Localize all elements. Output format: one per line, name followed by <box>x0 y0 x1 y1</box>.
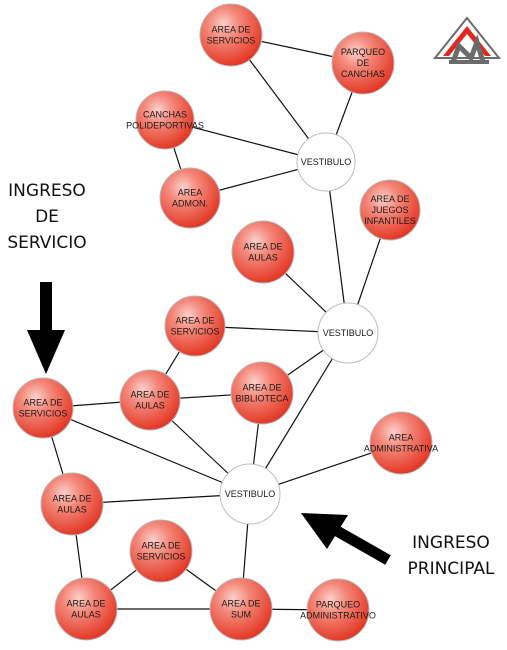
node-label-line: AULAS <box>57 505 87 515</box>
node-label-line: AREA <box>178 188 203 198</box>
node-circle <box>135 90 195 150</box>
node-label-line: ADMINISTRATIVO <box>300 611 376 621</box>
node-label-line: CANCHAS <box>341 69 385 79</box>
node-label-line: VESTIBULO <box>225 489 276 499</box>
node-circle <box>209 577 273 641</box>
ingreso-servicio-line-1: INGRESO <box>8 181 86 201</box>
edge-srv_left-vest3 <box>42 407 251 495</box>
node-label-line: VESTIBULO <box>323 328 374 338</box>
node-label-line: PARQUEO <box>341 47 385 57</box>
node-circle <box>369 411 433 475</box>
ingreso-principal-line-2: PRINCIPAL <box>407 559 495 579</box>
edge-vest2-vest3 <box>249 332 349 495</box>
node-circle <box>129 519 193 583</box>
node-label-line: AREA DE <box>23 398 62 408</box>
ingreso-principal-label: INGRESO PRINCIPAL <box>395 530 507 582</box>
node-circle <box>54 577 118 641</box>
node-label-line: AREA DE <box>242 383 281 393</box>
node-label-line: SUM <box>231 610 251 620</box>
node-vest2: VESTIBULO <box>317 302 379 364</box>
node-label-line: AREA DE <box>221 599 260 609</box>
node-label-line: AREA DE <box>175 316 214 326</box>
node-label-line: AREA <box>389 433 414 443</box>
node-label-line: INFANTILES <box>364 216 416 226</box>
ingreso-servicio-line-3: SERVICIO <box>7 233 87 253</box>
ingreso-servicio-line-2: DE <box>35 207 59 227</box>
node-label-line: AREA DE <box>243 242 282 252</box>
node-label-line: SERVICIOS <box>171 327 220 337</box>
node-label-line: AULAS <box>71 610 101 620</box>
node-label-line: SERVICIOS <box>19 409 68 419</box>
node-label-line: AULAS <box>135 401 165 411</box>
arrow-up-left-icon <box>301 513 391 565</box>
node-label-line: AULAS <box>248 253 278 263</box>
node-circle <box>164 295 226 357</box>
node-vest3: VESTIBULO <box>219 463 281 525</box>
company-logo-icon <box>432 16 502 64</box>
node-label-line: BIBLIOTECA <box>235 394 288 404</box>
arrow-down-icon <box>27 282 65 374</box>
node-label-line: AREA DE <box>130 390 169 400</box>
node-circle <box>199 3 263 67</box>
node-label-line: AREA DE <box>370 194 409 204</box>
node-label-line: PARQUEO <box>316 600 360 610</box>
node-circle <box>331 31 395 95</box>
node-label-line: AREA DE <box>141 541 180 551</box>
node-circle <box>159 167 221 229</box>
node-label-line: SERVICIOS <box>207 36 256 46</box>
node-label-line: SERVICIOS <box>137 552 186 562</box>
node-circle <box>119 369 181 431</box>
node-vest1: VESTIBULO <box>296 132 356 192</box>
diagram-nodes: AREA DESERVICIOSPARQUEODECANCHASCANCHASP… <box>12 3 438 642</box>
node-label-line: CANCHAS <box>143 110 187 120</box>
node-label-line: ADMON. <box>172 199 208 209</box>
node-circle <box>296 132 356 192</box>
node-label-line: AREA DE <box>66 599 105 609</box>
node-circle <box>306 578 370 642</box>
node-label-line: JUEGOS <box>371 205 408 215</box>
node-label-line: POLIDEPORTIVAS <box>126 121 204 131</box>
node-label-line: AREA DE <box>52 494 91 504</box>
node-label-line: DE <box>357 58 370 68</box>
node-circle <box>219 463 281 525</box>
node-circle <box>317 302 379 364</box>
node-circle <box>40 472 104 536</box>
node-label-line: AREA DE <box>211 25 250 35</box>
node-circle <box>230 361 294 425</box>
node-circle <box>12 377 74 439</box>
node-label-line: ADMINISTRATIVA <box>364 444 438 454</box>
node-circle <box>231 220 295 284</box>
node-circle <box>359 179 421 241</box>
ingreso-principal-line-1: INGRESO <box>412 533 490 553</box>
ingreso-servicio-label: INGRESO DE SERVICIO <box>0 178 94 256</box>
node-label-line: VESTIBULO <box>301 157 352 167</box>
